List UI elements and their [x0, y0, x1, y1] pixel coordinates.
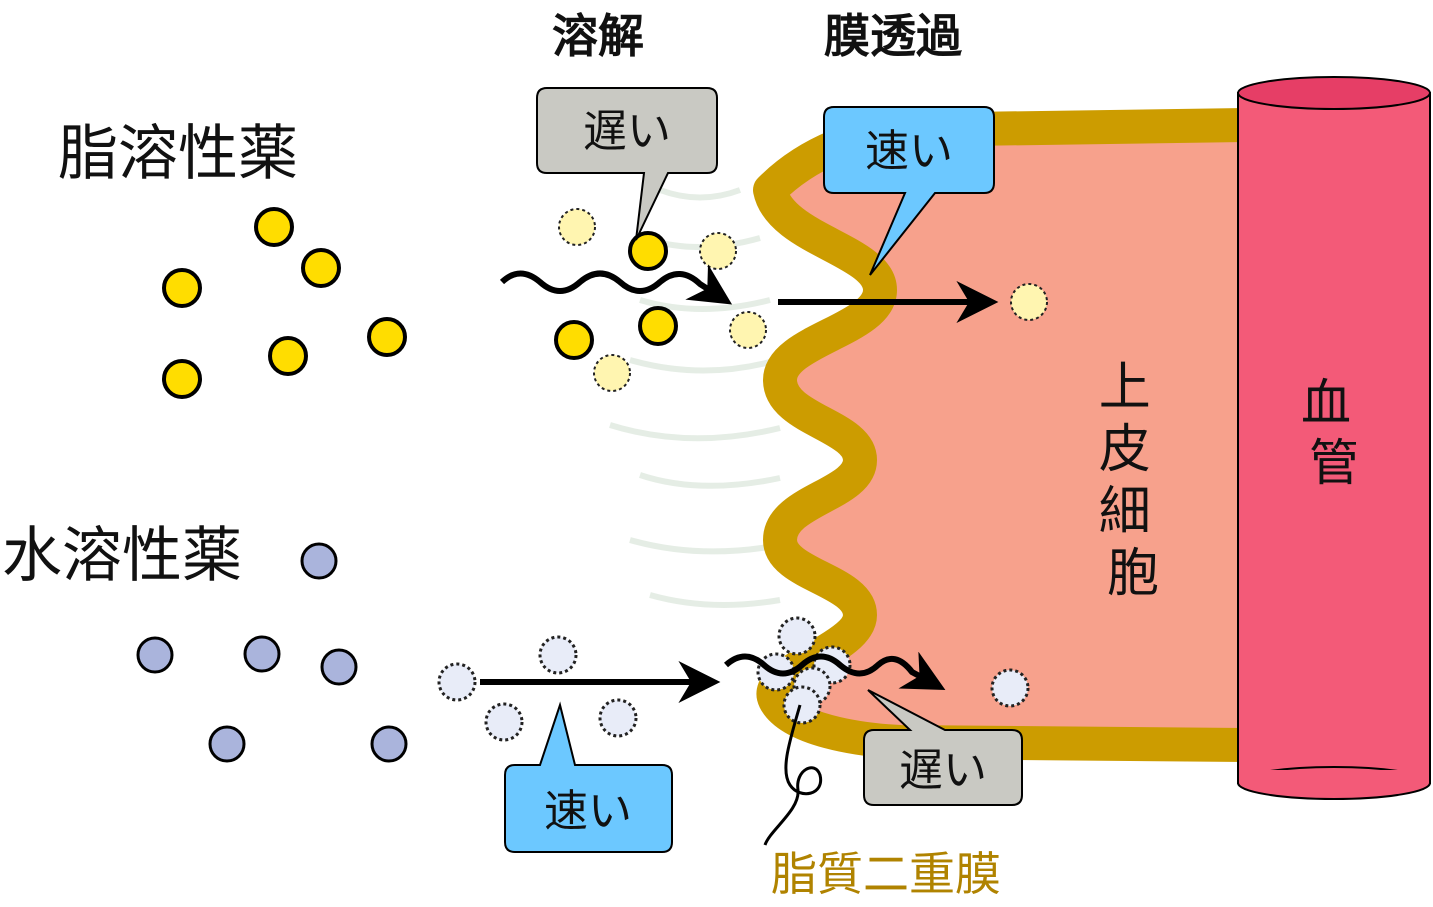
- circle-particle-icon: [484, 702, 524, 742]
- circle-particle-icon: [593, 354, 631, 392]
- wavy-arrow-icon: [499, 264, 733, 305]
- curl-line: [763, 704, 823, 846]
- water-particles-solid: [136, 542, 408, 763]
- wavy-arrow-icon: [724, 651, 946, 690]
- svg-text:速い: 速い: [865, 126, 953, 177]
- lipid-drug-label: 脂溶性薬: [58, 119, 298, 189]
- lipid-particles-solid: [162, 207, 678, 399]
- circle-particle-icon: [1010, 283, 1048, 321]
- svg-text:遅い: 遅い: [899, 745, 987, 796]
- water-drug-label: 水溶性薬: [2, 521, 242, 591]
- circle-particle-icon: [782, 685, 822, 725]
- circle-particle-icon: [538, 635, 578, 675]
- circle-particle-icon: [554, 320, 594, 360]
- circle-particle-icon: [268, 336, 308, 376]
- circle-particle-icon: [729, 311, 767, 349]
- circle-particle-icon: [367, 317, 407, 357]
- circle-particle-icon: [300, 542, 338, 580]
- lipid-particles-dissolved: [558, 208, 1048, 392]
- water-particles-dissolved: [437, 616, 1030, 742]
- bubble-water-dissolution: 速い: [504, 701, 673, 853]
- bubble-lipid-dissolution: 遅い: [536, 87, 718, 241]
- circle-particle-icon: [699, 232, 737, 270]
- circle-particle-icon: [162, 268, 202, 308]
- circle-particle-icon: [208, 725, 246, 763]
- svg-text:遅い: 遅い: [583, 106, 671, 157]
- circle-particle-icon: [254, 207, 294, 247]
- svg-text:速い: 速い: [544, 786, 632, 837]
- dissolution-heading: 溶解: [552, 9, 644, 63]
- circle-particle-icon: [437, 662, 477, 702]
- circle-particle-icon: [370, 725, 408, 763]
- circle-particle-icon: [638, 306, 678, 346]
- blood-vessel: [1237, 76, 1431, 800]
- bubble-lipid-permeation: 速い: [823, 106, 995, 276]
- blood-vessel-label: 血 管: [1301, 374, 1367, 492]
- bubble-water-permeation: 遅い: [863, 689, 1023, 806]
- circle-particle-icon: [558, 208, 596, 246]
- circle-particle-icon: [162, 359, 202, 399]
- circle-particle-icon: [628, 231, 668, 271]
- circle-particle-icon: [777, 616, 817, 656]
- lipid-bilayer-label: 脂質二重膜: [771, 847, 1001, 901]
- circle-particle-icon: [136, 636, 174, 674]
- circle-particle-icon: [243, 635, 281, 673]
- epithelial-cell-label: 上 皮 細 胞: [1099, 358, 1168, 604]
- circle-particle-icon: [598, 698, 638, 738]
- circle-particle-icon: [320, 648, 358, 686]
- permeation-heading: 膜透過: [824, 9, 963, 63]
- circle-particle-icon: [301, 248, 341, 288]
- circle-particle-icon: [990, 668, 1030, 708]
